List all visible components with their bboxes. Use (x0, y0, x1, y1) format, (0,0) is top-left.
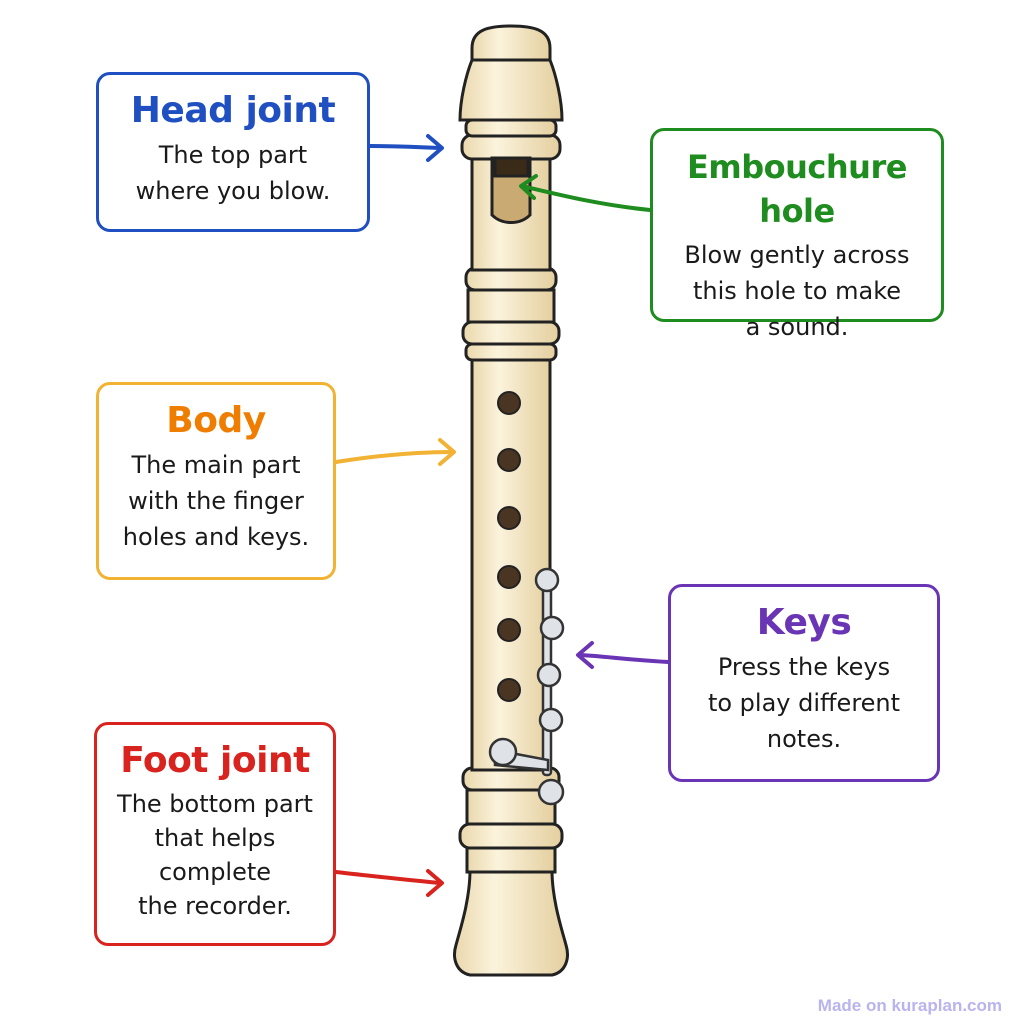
finger-hole (497, 506, 521, 530)
body-section (466, 288, 556, 324)
embouchure-hole-callout: Embouchure hole Blow gently across this … (650, 128, 944, 341)
arrow-icon (368, 134, 444, 162)
key-pad (534, 567, 560, 593)
arrow-icon (334, 869, 444, 897)
embouchure-hole-opening (493, 156, 530, 178)
foot-joint-description: The bottom part that helps complete the … (117, 790, 313, 920)
arrow-icon (519, 174, 652, 212)
body-tube (470, 356, 552, 772)
body-callout: Body The main part with the finger holes… (96, 382, 336, 580)
head-joint-ring (460, 133, 562, 161)
foot-joint-section (465, 846, 557, 874)
head-joint-title: Head joint (130, 90, 336, 131)
finger-hole (497, 391, 521, 415)
key-pad (488, 737, 518, 767)
recorder-illustration (453, 24, 569, 977)
arrow-icon (334, 438, 456, 466)
keys-title: Keys (756, 602, 852, 643)
finger-hole (497, 618, 521, 642)
embouchure-hole-description: Blow gently across this hole to make a s… (684, 241, 910, 341)
finger-hole (497, 678, 521, 702)
body-ring (464, 342, 558, 362)
watermark-text: Made on kuraplan.com (817, 996, 1002, 1015)
head-joint-callout: Head joint The top part where you blow. (96, 72, 370, 232)
key-pad (538, 707, 564, 733)
body-description: The main part with the finger holes and … (122, 451, 310, 551)
foot-joint-bell (453, 868, 569, 977)
finger-hole (497, 448, 521, 472)
body-ring (461, 320, 561, 346)
head-joint-ring (464, 118, 558, 138)
finger-hole (497, 565, 521, 589)
head-joint-cap (458, 58, 564, 122)
key-pad (539, 615, 565, 641)
arrow-icon (576, 641, 670, 669)
foot-joint-callout: Foot joint The bottom part that helps co… (94, 722, 336, 946)
head-joint-description: The top part where you blow. (135, 141, 331, 205)
embouchure-hole-title: Embouchure hole (687, 148, 907, 230)
body-title: Body (166, 400, 266, 441)
key-pad (537, 778, 565, 806)
foot-joint-ring (458, 822, 564, 850)
key-pad (536, 662, 562, 688)
keys-callout: Keys Press the keys to play different no… (668, 584, 940, 782)
keys-description: Press the keys to play different notes. (707, 653, 901, 753)
foot-joint-title: Foot joint (120, 740, 310, 781)
keys-mechanism (488, 567, 565, 806)
